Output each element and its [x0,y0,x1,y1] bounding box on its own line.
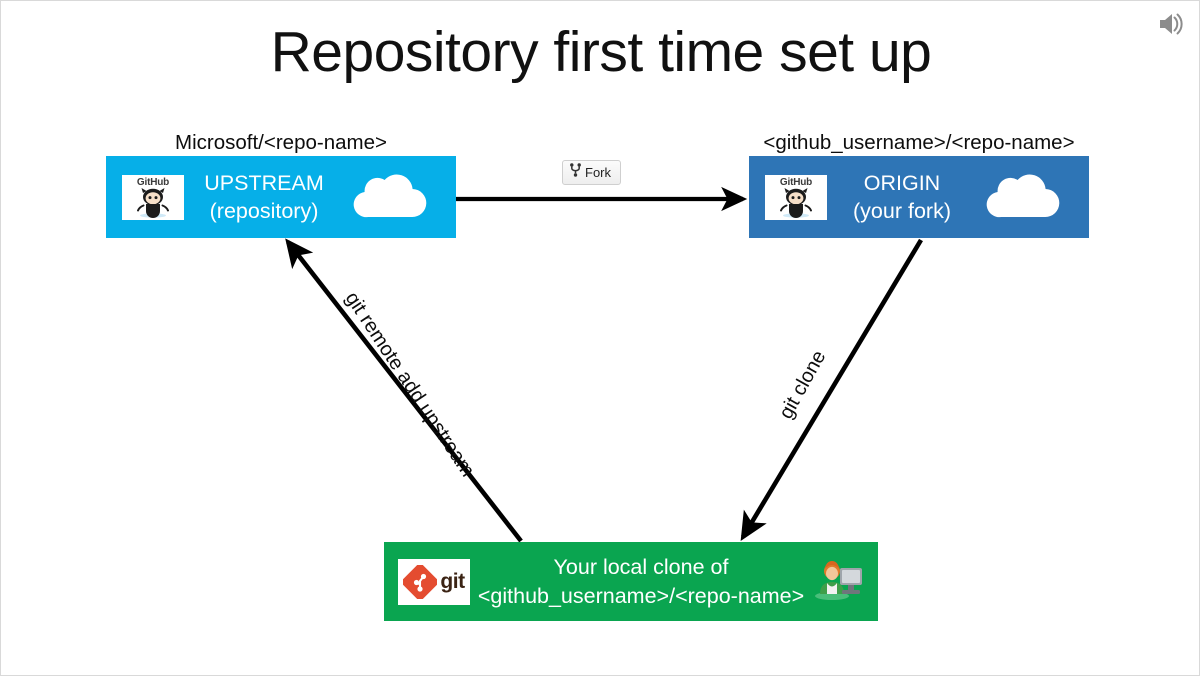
github-wordmark: GitHub [779,176,813,188]
git-logo-icon: git [398,558,470,605]
cloud-icon [344,171,436,224]
edge-label-git-clone: git clone [775,346,831,423]
local-clone-label: Your local clone of <github_username>/<r… [470,553,812,610]
edge-label-git-remote-add-upstream: git remote add upstream [340,288,479,481]
fork-button[interactable]: Fork [562,160,621,185]
node-upstream[interactable]: GitHub UPSTREAM (repository) [106,156,456,238]
local-clone-line1: Your local clone of [553,555,729,580]
local-clone-line2: <github_username>/<repo-name> [477,583,805,608]
origin-caption: <github_username>/<repo-name> [763,131,1075,154]
github-octocat-icon: GitHub [765,174,827,220]
origin-line1: ORIGIN [863,170,941,195]
git-wordmark: git [440,570,465,593]
page-title: Repository first time set up [270,20,932,84]
github-wordmark: GitHub [136,176,170,188]
upstream-line2: (repository) [209,199,319,223]
arrow-git-clone [740,238,923,541]
fork-button-label: Fork [585,165,611,180]
person-at-computer-icon [812,556,864,607]
node-local-clone[interactable]: git Your local clone of <github_username… [384,542,878,621]
upstream-caption: Microsoft/<repo-name> [175,131,387,154]
origin-label: ORIGIN (your fork) [827,169,977,226]
cloud-icon [977,171,1069,224]
fork-branch-icon [570,163,581,182]
origin-line2: (your fork) [853,199,951,223]
upstream-line1: UPSTREAM [204,170,324,195]
github-octocat-icon: GitHub [122,174,184,220]
upstream-label: UPSTREAM (repository) [184,169,344,226]
speaker-icon[interactable] [1155,9,1187,39]
node-origin[interactable]: GitHub ORIGIN (your fork) [749,156,1089,238]
